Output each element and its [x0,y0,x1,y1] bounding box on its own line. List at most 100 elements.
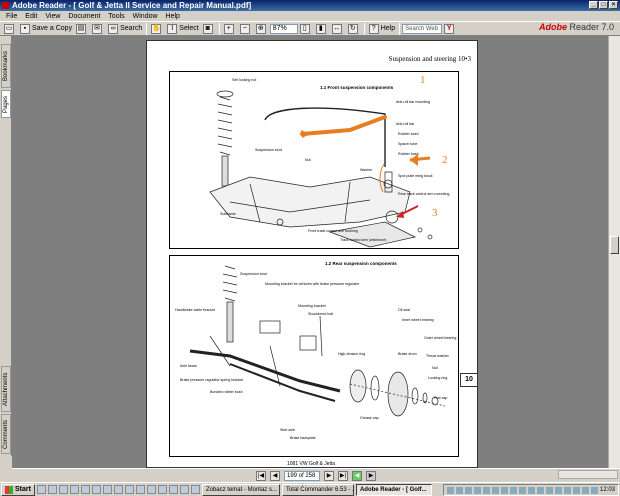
close-button[interactable]: × [609,1,618,9]
snapshot-button[interactable]: ◙ [201,22,217,35]
tray-icon[interactable] [464,486,472,494]
menu-view[interactable]: View [45,12,61,20]
quicklaunch-icon[interactable] [179,485,189,494]
zoom-tool-button[interactable]: + [222,22,238,35]
zoom-in-button[interactable]: ⊕ [254,22,270,35]
tray-icon[interactable] [509,486,517,494]
menu-file[interactable]: File [6,12,18,20]
go-forward-button[interactable]: ▶ [366,470,376,481]
label: Nut [432,366,438,370]
hand-icon: ✋ [151,23,162,34]
save-copy-button[interactable]: ▪Save a Copy [18,22,74,35]
quicklaunch-icon[interactable] [157,485,167,494]
first-page-button[interactable]: |◀ [256,470,266,481]
menu-edit[interactable]: Edit [25,12,38,20]
navigation-pane: Bookmarks Pages Attachments Comments [0,36,12,456]
zoom-out-button[interactable]: − [238,22,254,35]
tray-icon[interactable] [590,486,598,494]
horizontal-scrollbar[interactable] [558,470,618,479]
fit-width-button[interactable]: ↔ [330,22,346,35]
fit-page-button[interactable]: ▮ [314,22,330,35]
quicklaunch-icon[interactable] [80,485,90,494]
menu-tools[interactable]: Tools [108,12,125,20]
taskbar-item-adobe-reader[interactable]: Adobe Reader - [ Golf... [355,483,432,496]
help-label: Help [380,25,396,32]
clock[interactable]: 12:03 [599,487,615,493]
tray-icon[interactable] [518,486,526,494]
quicklaunch-icon[interactable] [36,485,46,494]
tab-pages[interactable]: Pages [1,90,11,118]
quicklaunch-icon[interactable] [190,485,200,494]
email-button[interactable]: ✉ [90,22,106,35]
window-title-bar[interactable]: Adobe Reader - [ Golf & Jetta II Service… [0,0,620,11]
menu-document[interactable]: Document [68,12,101,20]
quicklaunch-icon[interactable] [146,485,156,494]
print-button[interactable]: ▤ [74,22,90,35]
tray-icon[interactable] [482,486,490,494]
actual-size-button[interactable]: ▯ [298,22,314,35]
tray-icon[interactable] [563,486,571,494]
quicklaunch-icon[interactable] [135,485,145,494]
pdf-page[interactable]: Suspension and steering 10•3 1.1 Front s… [146,40,478,468]
tab-attachments[interactable]: Attachments [1,366,11,412]
quicklaunch-icon[interactable] [102,485,112,494]
taskbar-item-total-commander[interactable]: Total Commander 6.53 - ... [281,483,354,496]
previous-page-button[interactable]: ◀ [270,470,280,481]
tray-icon[interactable] [554,486,562,494]
tray-icon[interactable] [527,486,535,494]
brand-name: Adobe [538,22,567,32]
tray-icon[interactable] [545,486,553,494]
quicklaunch-icon[interactable] [168,485,178,494]
tray-icon[interactable] [581,486,589,494]
label: Oil seal [398,308,410,312]
quicklaunch-icon[interactable] [69,485,79,494]
tab-comments[interactable]: Comments [1,414,11,454]
rear-suspension-drawing [189,265,446,417]
label: Rubber bush [398,152,419,156]
page-number-input[interactable]: 199 of 258 [284,470,320,481]
taskbar-item-browser[interactable]: Zobacz temat - Montaz s... [201,483,280,496]
windows-logo-icon [5,485,13,494]
help-icon: ? [368,23,379,34]
page-footer: 1081 VW Golf & Jetta [287,461,336,467]
tray-icon[interactable] [536,486,544,494]
tray-icon[interactable] [500,486,508,494]
hand-tool-button[interactable]: ✋ [149,22,165,35]
vertical-scrollbar[interactable] [608,36,620,468]
quicklaunch-icon[interactable] [113,485,123,494]
toolbar-separator [399,22,401,35]
menu-window[interactable]: Window [132,12,158,20]
rotate-button[interactable]: ↻ [346,22,362,35]
label: Nut [305,158,311,162]
next-page-button[interactable]: ▶ [324,470,334,481]
open-button[interactable]: ▭ [2,22,18,35]
zoom-level-input[interactable]: 87% [269,23,298,34]
quicklaunch-icon[interactable] [124,485,134,494]
help-button[interactable]: ?Help [367,22,397,35]
start-button[interactable]: Start [1,483,35,496]
search-button[interactable]: ∞Search [106,22,144,35]
tab-bookmarks[interactable]: Bookmarks [1,44,11,88]
maximize-button[interactable]: □ [599,1,608,9]
go-back-button[interactable]: ◀ [352,470,362,481]
tray-icon[interactable] [572,486,580,494]
tray-icon[interactable] [446,486,454,494]
last-page-button[interactable]: ▶| [338,470,348,481]
search-web-input[interactable]: Search Web [402,23,443,34]
label: Washer [360,168,373,172]
scrollbar-thumb[interactable] [610,236,619,254]
quicklaunch-icon[interactable] [91,485,101,494]
quicklaunch-icon[interactable] [47,485,57,494]
menu-help[interactable]: Help [165,12,180,20]
tray-icon[interactable] [491,486,499,494]
fit-page-icon: ▮ [315,23,326,34]
tray-icon[interactable] [473,486,481,494]
adobe-reader-brand: Adobe Reader 7.0 [539,22,614,32]
tray-icon[interactable] [455,486,463,494]
front-suspension-drawing [209,90,433,248]
yahoo-button[interactable]: Y [442,22,458,35]
label: Front track control arm bushing [308,229,358,233]
minimize-button[interactable]: _ [589,1,598,9]
quicklaunch-icon[interactable] [58,485,68,494]
